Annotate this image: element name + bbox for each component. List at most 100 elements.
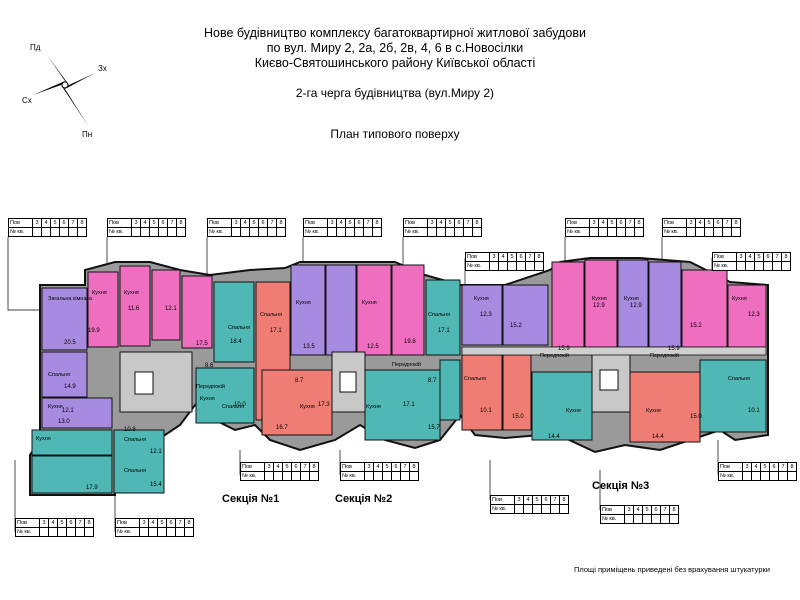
- room-label-kitchen: Кухня: [732, 296, 747, 302]
- room-area-value: 17.3: [318, 402, 330, 408]
- room-area-value: 15.2: [510, 323, 522, 329]
- room-area-value: 8.7: [428, 378, 437, 384]
- room-label-kitchen: Кухня: [646, 408, 661, 414]
- room-label-bedroom: Спальня: [728, 376, 751, 382]
- room-label-kitchen: Кухня: [362, 300, 377, 306]
- room-area-value: 19.9: [88, 328, 100, 334]
- room-area-value: 15.4: [150, 482, 162, 488]
- section-2-apartments: [255, 264, 461, 441]
- room-area-value: 12.5: [367, 344, 379, 350]
- room-area-value: 8.7: [295, 378, 304, 384]
- room-area-value: 16.7: [276, 425, 288, 431]
- room-area-value: 8.6: [205, 363, 214, 369]
- compass-label-ne: Зх: [98, 64, 107, 73]
- plan-title: План типового поверху: [330, 127, 460, 141]
- room-area-value: 12.1: [62, 408, 74, 414]
- room-area-value: 14.4: [548, 434, 560, 440]
- room-area-value: 13.5: [303, 344, 315, 350]
- room-area-value: 10.1: [748, 408, 760, 414]
- room-label-kitchen: Кухня: [366, 404, 381, 410]
- room-label-hall: Передпокій: [392, 362, 421, 368]
- room-area-value: 17.1: [270, 328, 282, 334]
- section-3-label: Секція №3: [592, 480, 650, 492]
- compass-label-se: Пн: [82, 130, 93, 139]
- room-area-value: 18.4: [230, 339, 242, 345]
- room-area-value: 12.3: [480, 312, 492, 318]
- room-label-bedroom: Спальня: [260, 312, 283, 318]
- footnote: Площі приміщень приведені без врахування…: [574, 565, 770, 574]
- corridor: [461, 346, 767, 356]
- room-area-value: 20.5: [64, 340, 76, 346]
- room-area-value: 14.4: [652, 434, 664, 440]
- room-area-value: 12.1: [165, 306, 177, 312]
- room-area-value: 14.9: [64, 384, 76, 390]
- room-label-bedroom: Спальня: [48, 372, 71, 378]
- room-label-bedroom: Спальня: [222, 404, 245, 410]
- title-line-3: Києво-Святошинського району Київської об…: [254, 56, 536, 70]
- room-label-kitchen: Кухня: [48, 404, 63, 410]
- room-area-value: 15.9: [668, 346, 680, 352]
- room-label-bedroom: Спальня: [428, 312, 451, 318]
- room-area-value: 17.9: [86, 485, 98, 491]
- section-2-label: Секція №2: [335, 493, 393, 505]
- room-area-value: 12.1: [150, 449, 162, 455]
- title-line-1: Нове будівництво комплексу багатоквартир…: [203, 26, 586, 40]
- room-area-value: 15.7: [428, 425, 440, 431]
- room-area-value: 12.3: [748, 312, 760, 318]
- room-label-hall: Передпокій: [196, 384, 225, 390]
- room-label-kitchen: Кухня: [36, 436, 51, 442]
- room-label-bedroom: Спальня: [228, 325, 251, 331]
- compass-rose: Пд Зх Сх Пн: [20, 40, 110, 140]
- room-area-value: 12.9: [593, 303, 605, 309]
- room-area-value: 10.1: [480, 408, 492, 414]
- room-area-value: 13.0: [58, 419, 70, 425]
- room-label-kitchen: Кухня: [300, 404, 315, 410]
- compass-label-sw: Сх: [22, 96, 32, 105]
- room-area-value: 17.1: [438, 328, 450, 334]
- room-label-bedroom: Спальня: [124, 468, 147, 474]
- room-area-value: 19.8: [404, 339, 416, 345]
- room-area-value: 15.2: [690, 323, 702, 329]
- room-label-kitchen: Кухня: [474, 296, 489, 302]
- title-line-2: по вул. Миру 2, 2а, 2б, 2в, 4, 6 в с.Нов…: [266, 41, 524, 55]
- room-area-value: 15.0: [512, 414, 524, 420]
- room-area-value: 17.1: [403, 402, 415, 408]
- room-area-value: 10.8: [124, 427, 136, 433]
- room-area-value: 17.5: [196, 341, 208, 347]
- compass-star-icon: [33, 55, 95, 127]
- room-label-bedroom: Спальня: [464, 376, 487, 382]
- room-label-kitchen: Кухня: [566, 408, 581, 414]
- room-label-bedroom: Спальня: [124, 437, 147, 443]
- room-label-kitchen: Кухня: [124, 290, 139, 296]
- room-area-value: 15.9: [558, 346, 570, 352]
- section-1-label: Секція №1: [222, 493, 280, 505]
- room-label-kitchen: Кухня: [296, 300, 311, 306]
- room-label-hall: Передпокій: [650, 353, 679, 359]
- construction-stage: 2-га черга будівництва (вул.Миру 2): [295, 86, 495, 100]
- room-label-kitchen: Кухня: [200, 396, 215, 402]
- compass-label-nw: Пд: [30, 43, 41, 52]
- room-label-kitchen: Кухня: [624, 296, 639, 302]
- room-label-common: Загальна кімната: [48, 296, 92, 302]
- room-area-value: 11.6: [128, 306, 140, 312]
- room-area-value: 12.9: [630, 303, 642, 309]
- room-area-value: 10.0: [234, 402, 246, 408]
- room-label-hall: Передпокій: [540, 353, 569, 359]
